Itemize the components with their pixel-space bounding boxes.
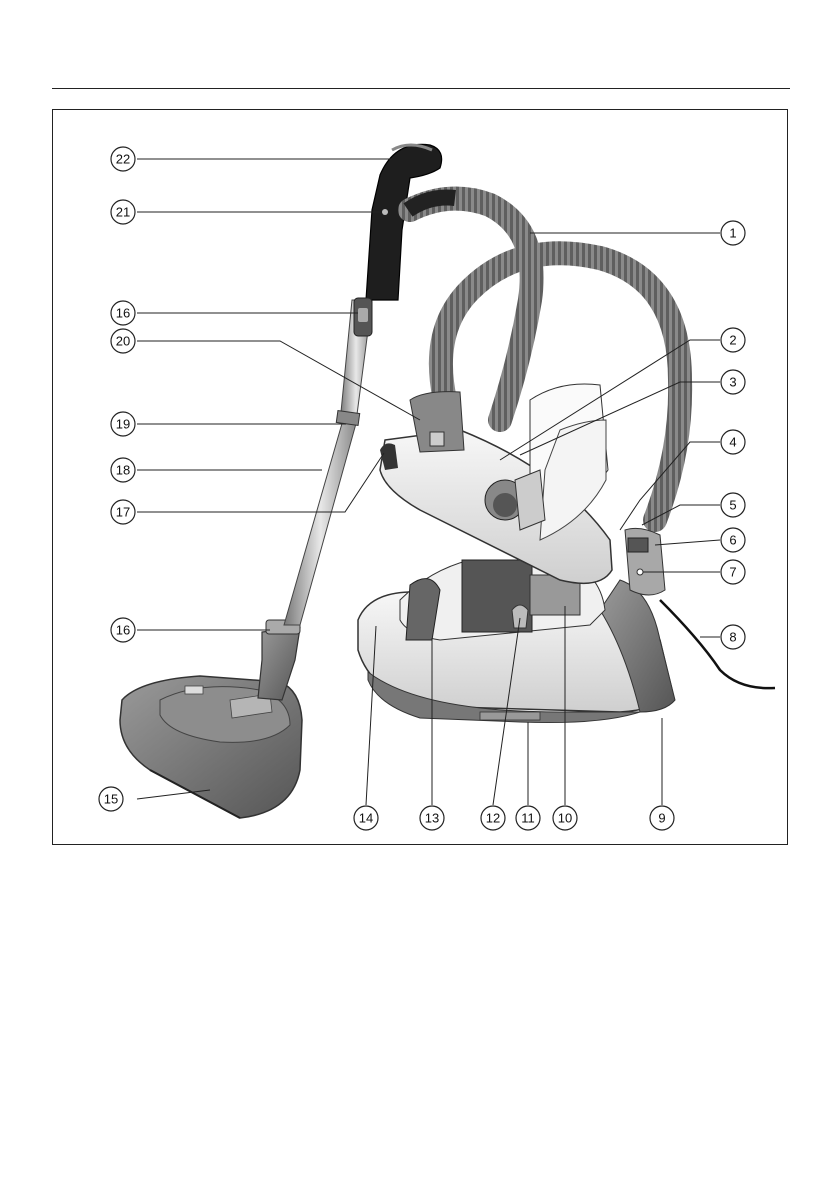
callout-number: 22 [116, 152, 130, 167]
floor-head-neck [258, 620, 300, 700]
callout-3: 3 [721, 370, 745, 394]
callout-number: 7 [729, 565, 736, 580]
callout-16: 16 [111, 618, 135, 642]
callout-number: 3 [729, 375, 736, 390]
callout-number: 6 [729, 533, 736, 548]
callout-14: 14 [354, 806, 378, 830]
callout-7: 7 [721, 560, 745, 584]
callout-number: 12 [486, 811, 500, 826]
callout-number: 18 [116, 463, 130, 478]
callout-number: 15 [104, 792, 118, 807]
callout-number: 19 [116, 417, 130, 432]
telescopic-tube [284, 300, 372, 625]
callout-5: 5 [721, 493, 745, 517]
callout-22: 22 [111, 147, 135, 171]
callout-8: 8 [721, 625, 745, 649]
callout-6: 6 [721, 528, 745, 552]
callout-18: 18 [111, 458, 135, 482]
callout-20: 20 [111, 329, 135, 353]
callout-12: 12 [481, 806, 505, 830]
callout-number: 10 [558, 811, 572, 826]
callout-number: 1 [729, 226, 736, 241]
callout-10: 10 [553, 806, 577, 830]
callout-13: 13 [420, 806, 444, 830]
callout-number: 21 [116, 205, 130, 220]
callout-4: 4 [721, 430, 745, 454]
callout-number: 16 [116, 306, 130, 321]
callout-19: 19 [111, 412, 135, 436]
callout-number: 11 [521, 811, 535, 826]
callout-number: 14 [359, 811, 373, 826]
callout-number: 4 [729, 435, 736, 450]
callout-9: 9 [650, 806, 674, 830]
callout-number: 9 [658, 811, 665, 826]
callout-number: 16 [116, 623, 130, 638]
callout-number: 17 [116, 505, 130, 520]
callout-16: 16 [111, 301, 135, 325]
callout-15: 15 [99, 787, 123, 811]
callout-2: 2 [721, 328, 745, 352]
callout-number: 13 [425, 811, 439, 826]
power-cord [660, 600, 775, 688]
callout-number: 8 [729, 630, 736, 645]
callout-11: 11 [516, 806, 540, 830]
callout-17: 17 [111, 500, 135, 524]
handle [354, 144, 442, 336]
callout-21: 21 [111, 200, 135, 224]
callout-number: 2 [729, 333, 736, 348]
callout-number: 20 [116, 334, 130, 349]
callout-number: 5 [729, 498, 736, 513]
callout-1: 1 [721, 221, 745, 245]
